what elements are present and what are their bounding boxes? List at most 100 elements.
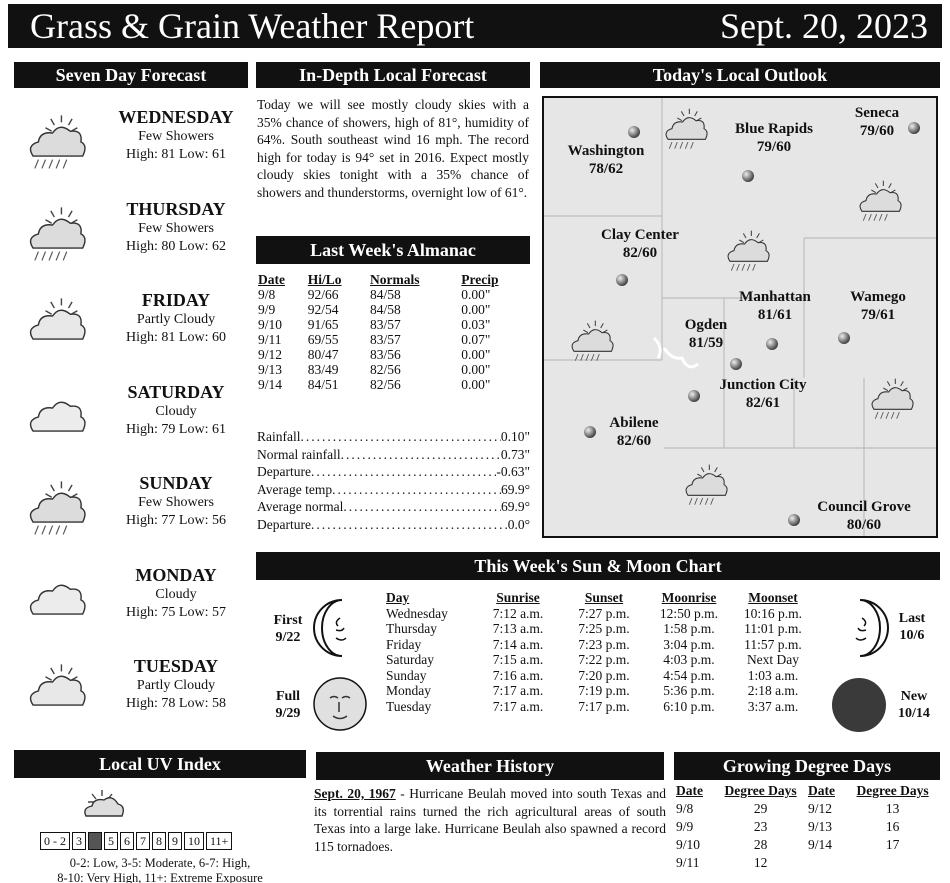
almanac-col-hilo: Hi/Lo (307, 272, 342, 287)
full-moon-text: Full (275, 689, 301, 704)
sun-moon-cell: Friday (386, 636, 422, 652)
city-marker-icon (628, 126, 640, 138)
uv-legend: 0-2: Low, 3-5: Moderate, 6-7: High, 8-10… (14, 856, 306, 883)
gdd-cell: 9/10 (676, 837, 701, 852)
almanac-cell: 9/8 (258, 287, 276, 302)
gdd-heading: Growing Degree Days (674, 752, 940, 780)
uv-scale-box: 10 (184, 832, 204, 850)
uv-scale-box: 9 (168, 832, 182, 850)
showers-icon (856, 178, 904, 222)
forecast-day-name: MONDAY (135, 564, 217, 585)
almanac-cell: 83/49 (307, 362, 339, 377)
in-depth-text: Today we will see mostly cloudy skies wi… (257, 97, 529, 200)
history-body: - Hurricane Beulah moved into south Texa… (314, 786, 666, 854)
forecast-day-name: FRIDAY (141, 290, 211, 310)
sun-moon-cell: 7:14 a.m. (492, 636, 544, 652)
sun-moon-cell: 7:27 p.m. (578, 605, 630, 621)
sun-moon-cell: 7:12 a.m. (492, 605, 544, 621)
partly-cloudy-icon (26, 293, 88, 355)
summary-value: 69.9° (500, 481, 530, 497)
city-temp: 79/60 (859, 123, 895, 139)
summary-value: 0.10" (500, 429, 530, 444)
summary-value: 0.0° (507, 516, 530, 532)
leader-dots: ........................................… (343, 499, 501, 514)
city-temp: 79/60 (756, 139, 792, 155)
sun-moon-cell: 7:17 a.m. (492, 698, 544, 714)
sun-moon-cell: 7:13 a.m. (492, 621, 544, 636)
gdd-col-dd-2: Degree Days (856, 783, 929, 798)
sun-moon-cell: Thursday (386, 621, 437, 636)
sun-moon-cell: 12:50 p.m. (659, 605, 719, 621)
gdd-cell: 28 (753, 837, 768, 852)
sun-moon-cell: 7:23 p.m. (578, 636, 630, 652)
forecast-condition: Partly Cloudy (136, 312, 216, 327)
almanac-cell: 82/56 (370, 362, 401, 377)
city-name: Junction City (719, 377, 807, 393)
sun-moon-cell: 7:19 p.m. (578, 683, 630, 698)
almanac-cell: 69/55 (307, 332, 339, 347)
first-quarter-label: First 9/22 (268, 612, 308, 646)
city-temp: 78/62 (588, 161, 624, 177)
forecast-hilo: High: 81 Low: 60 (126, 330, 226, 345)
uv-sun-cloud-icon (84, 790, 125, 817)
in-depth-heading: In-Depth Local Forecast (256, 62, 530, 88)
showers-icon (682, 462, 730, 506)
almanac-cell: 83/57 (370, 317, 401, 332)
almanac-col-precip: Precip (461, 272, 499, 287)
sun-moon-cell: 7:20 p.m. (578, 667, 630, 683)
summary-value: -0.63" (496, 464, 530, 479)
almanac-cell: 80/47 (307, 347, 339, 362)
sun-col-sunset: Sunset (584, 590, 624, 605)
gdd-cell (808, 854, 845, 872)
title-bar: Grass & Grain Weather Report Sept. 20, 2… (8, 4, 942, 48)
gdd-cell: 9/14 (807, 837, 832, 852)
city-name: Council Grove (817, 499, 911, 515)
forecast-hilo: High: 75 Low: 57 (126, 604, 226, 620)
forecast-condition: Cloudy (155, 403, 197, 419)
forecast-condition: Few Showers (138, 495, 214, 510)
forecast-hilo: High: 78 Low: 58 (126, 696, 226, 711)
sun-moon-cell: 6:10 p.m. (663, 698, 715, 714)
gdd-cell: 9/13 (807, 819, 832, 834)
leader-dots: ........................................… (310, 516, 508, 532)
city-name: Washington (567, 143, 645, 159)
county-lines (544, 98, 936, 536)
seven-day-heading: Seven Day Forecast (14, 62, 248, 88)
city-marker-icon (584, 426, 596, 438)
forecast-hilo: High: 81 Low: 61 (126, 147, 226, 162)
forecast-day-name: SATURDAY (127, 381, 225, 402)
sun-moon-table: Day Sunrise Sunset Moonrise Moonset Wedn… (386, 590, 818, 714)
sun-moon-cell: Saturday (386, 652, 434, 667)
sun-moon-cell: 11:01 p.m. (744, 621, 802, 636)
leader-dots: ........................................… (340, 446, 501, 462)
almanac-cell: 84/58 (370, 302, 401, 317)
almanac-summary-row: Departure...............................… (257, 516, 530, 534)
sun-moon-cell: 1:58 p.m. (663, 621, 715, 636)
gdd-cell: 12 (753, 855, 768, 870)
first-quarter-date: 9/22 (275, 630, 301, 645)
almanac-cell: 83/56 (370, 347, 401, 362)
city-marker-icon (742, 170, 754, 182)
page-title: Grass & Grain Weather Report (30, 6, 475, 46)
summary-value: 0.73" (500, 446, 530, 462)
uv-legend-line2: 8-10: Very High, 11+: Extreme Exposure (57, 871, 263, 883)
gdd-cell: 17 (885, 837, 900, 852)
almanac-cell: 9/12 (258, 347, 283, 362)
